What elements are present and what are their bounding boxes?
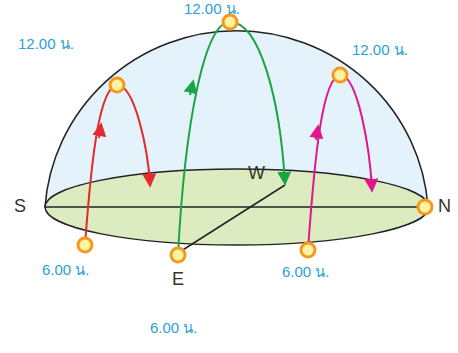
equinox-sun-path <box>178 22 285 255</box>
sun-symbols <box>78 15 432 262</box>
direction-label: S <box>14 197 26 217</box>
east-west-line <box>178 185 285 253</box>
path-arrow <box>371 175 372 190</box>
time-label: 6.00 น. <box>282 264 330 281</box>
path-arrow <box>190 82 193 95</box>
direction-label: W <box>248 164 265 184</box>
south-north-line <box>45 206 428 208</box>
winter-sun-path <box>85 85 150 245</box>
ground-plane <box>45 169 429 245</box>
time-label: 12.00 น. <box>352 42 408 59</box>
path-arrow <box>99 125 101 138</box>
direction-label: E <box>172 270 184 290</box>
path-arrow <box>284 168 285 183</box>
summer-sun-path <box>308 75 372 250</box>
direction-label: N <box>438 197 451 217</box>
time-label: 6.00 น. <box>150 320 198 337</box>
time-label: 12.00 น. <box>18 36 74 53</box>
path-arrow <box>149 170 150 185</box>
time-label: 6.00 น. <box>42 262 90 279</box>
time-label: 12.00 น. <box>184 1 240 18</box>
path-arrow <box>316 127 318 140</box>
